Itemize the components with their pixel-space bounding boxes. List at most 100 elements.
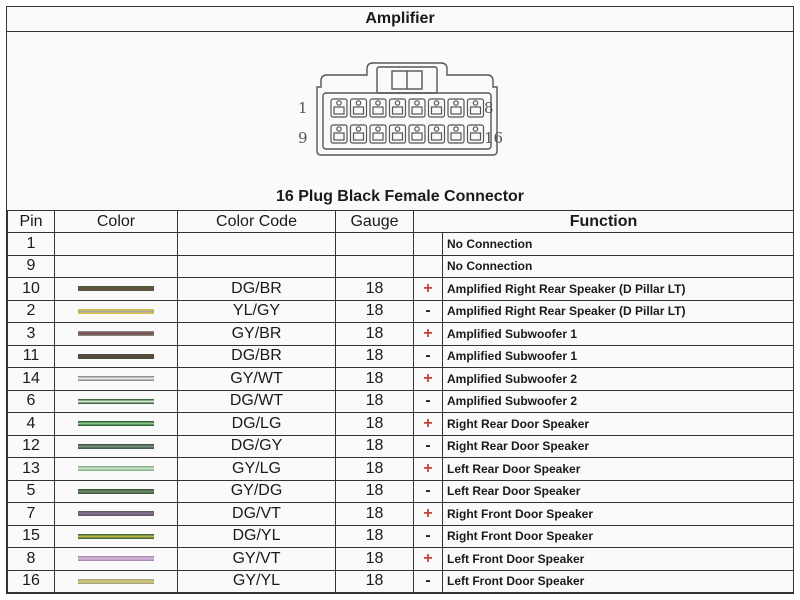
pin-latch bbox=[375, 100, 381, 106]
page-title: Amplifier bbox=[7, 7, 793, 32]
color-code-cell bbox=[177, 254, 336, 278]
pin-cavity bbox=[349, 124, 368, 144]
pin-cell: 7 bbox=[7, 502, 55, 526]
pin-contact bbox=[469, 132, 482, 141]
polarity-cell bbox=[413, 254, 443, 278]
pin-contact bbox=[469, 106, 482, 115]
pin-label-bottom-left: 9 bbox=[298, 129, 308, 147]
gauge-cell: 18 bbox=[335, 344, 414, 368]
pin-cell: 1 bbox=[7, 232, 55, 256]
pin-contact bbox=[430, 106, 443, 115]
pin-cell: 12 bbox=[7, 434, 55, 458]
wire-color-swatch bbox=[78, 556, 154, 562]
pin-cavity bbox=[369, 124, 387, 144]
pin-contact bbox=[333, 106, 345, 115]
gauge-cell: 18 bbox=[335, 569, 414, 593]
pin-cavity bbox=[330, 124, 348, 144]
gauge-cell: 18 bbox=[335, 479, 414, 503]
gauge-cell: 18 bbox=[335, 502, 414, 526]
wire-color-swatch bbox=[78, 308, 154, 314]
gauge-cell: 18 bbox=[335, 367, 414, 391]
pin-latch bbox=[394, 100, 401, 106]
wire-color-swatch bbox=[78, 511, 154, 517]
color-code-cell: DG/WT bbox=[177, 389, 336, 413]
pin-contact bbox=[450, 106, 462, 115]
gauge-cell bbox=[335, 254, 414, 278]
gauge-cell: 18 bbox=[335, 389, 414, 413]
gauge-cell bbox=[335, 232, 414, 256]
connector-title: 16 Plug Black Female Connector bbox=[275, 188, 525, 205]
function-cell: Right Front Door Speaker bbox=[441, 524, 795, 548]
header-function: Function bbox=[412, 210, 795, 233]
header-color-code: Color Code bbox=[177, 210, 336, 233]
pin-cavity bbox=[330, 98, 348, 118]
pin-latch bbox=[394, 126, 401, 132]
color-code-cell: DG/GY bbox=[177, 434, 336, 458]
color-code-cell: GY/VT bbox=[177, 547, 336, 571]
pin-contact bbox=[372, 106, 384, 115]
color-swatch-cell bbox=[54, 412, 178, 436]
wire-color-swatch bbox=[78, 533, 154, 539]
gauge-cell: 18 bbox=[335, 412, 414, 436]
pin-cell: 2 bbox=[7, 299, 55, 323]
pin-cavity bbox=[466, 98, 485, 118]
polarity-cell: - bbox=[413, 299, 443, 323]
pinout-table: Pin Color Color Code Gauge Function 1 No … bbox=[7, 210, 795, 593]
table-header-row: Pin Color Color Code Gauge Function bbox=[7, 210, 795, 233]
pin-label-bottom-right: 16 bbox=[484, 129, 504, 147]
polarity-cell: + bbox=[413, 277, 443, 301]
function-cell: No Connection bbox=[441, 232, 795, 256]
header-gauge: Gauge bbox=[335, 210, 414, 233]
pin-cell: 3 bbox=[7, 322, 55, 346]
color-code-cell: YL/GY bbox=[177, 299, 336, 323]
wire-color-swatch bbox=[78, 466, 154, 472]
function-cell: Right Front Door Speaker bbox=[441, 502, 795, 526]
pin-cell: 10 bbox=[7, 277, 55, 301]
color-swatch-cell bbox=[54, 232, 178, 256]
polarity-cell: - bbox=[413, 479, 443, 503]
function-cell: Left Rear Door Speaker bbox=[441, 457, 795, 481]
pin-contact bbox=[352, 106, 365, 115]
function-cell: Amplified Subwoofer 1 bbox=[441, 322, 795, 346]
color-swatch-cell bbox=[54, 344, 178, 368]
function-cell: Right Rear Door Speaker bbox=[441, 412, 795, 436]
pin-cell: 15 bbox=[7, 524, 55, 548]
gauge-cell: 18 bbox=[335, 299, 414, 323]
pin-contact bbox=[333, 132, 345, 141]
pin-latch bbox=[355, 126, 362, 132]
pin-cell: 9 bbox=[7, 254, 55, 278]
color-swatch-cell bbox=[54, 457, 178, 481]
pin-latch bbox=[453, 126, 459, 132]
function-cell: Amplified Right Rear Speaker (D Pillar L… bbox=[441, 277, 795, 301]
polarity-cell: - bbox=[413, 524, 443, 548]
pin-cavity bbox=[349, 98, 368, 118]
color-swatch-cell bbox=[54, 389, 178, 413]
pin-contact bbox=[391, 106, 404, 115]
function-cell: Amplified Subwoofer 1 bbox=[441, 344, 795, 368]
function-cell: Left Rear Door Speaker bbox=[441, 479, 795, 503]
pin-cell: 14 bbox=[7, 367, 55, 391]
pin-contact bbox=[411, 132, 423, 141]
polarity-cell: + bbox=[413, 547, 443, 571]
pin-cavity bbox=[388, 98, 407, 118]
color-swatch-cell bbox=[54, 277, 178, 301]
color-code-cell: GY/DG bbox=[177, 479, 336, 503]
color-code-cell: GY/YL bbox=[177, 569, 336, 593]
pin-latch bbox=[433, 100, 440, 106]
function-cell: Left Front Door Speaker bbox=[441, 569, 795, 593]
polarity-cell: + bbox=[413, 502, 443, 526]
function-cell: Amplified Subwoofer 2 bbox=[441, 367, 795, 391]
function-cell: Amplified Subwoofer 2 bbox=[441, 389, 795, 413]
pin-contact bbox=[391, 132, 404, 141]
wire-color-swatch bbox=[78, 286, 154, 292]
pin-contact bbox=[372, 132, 384, 141]
